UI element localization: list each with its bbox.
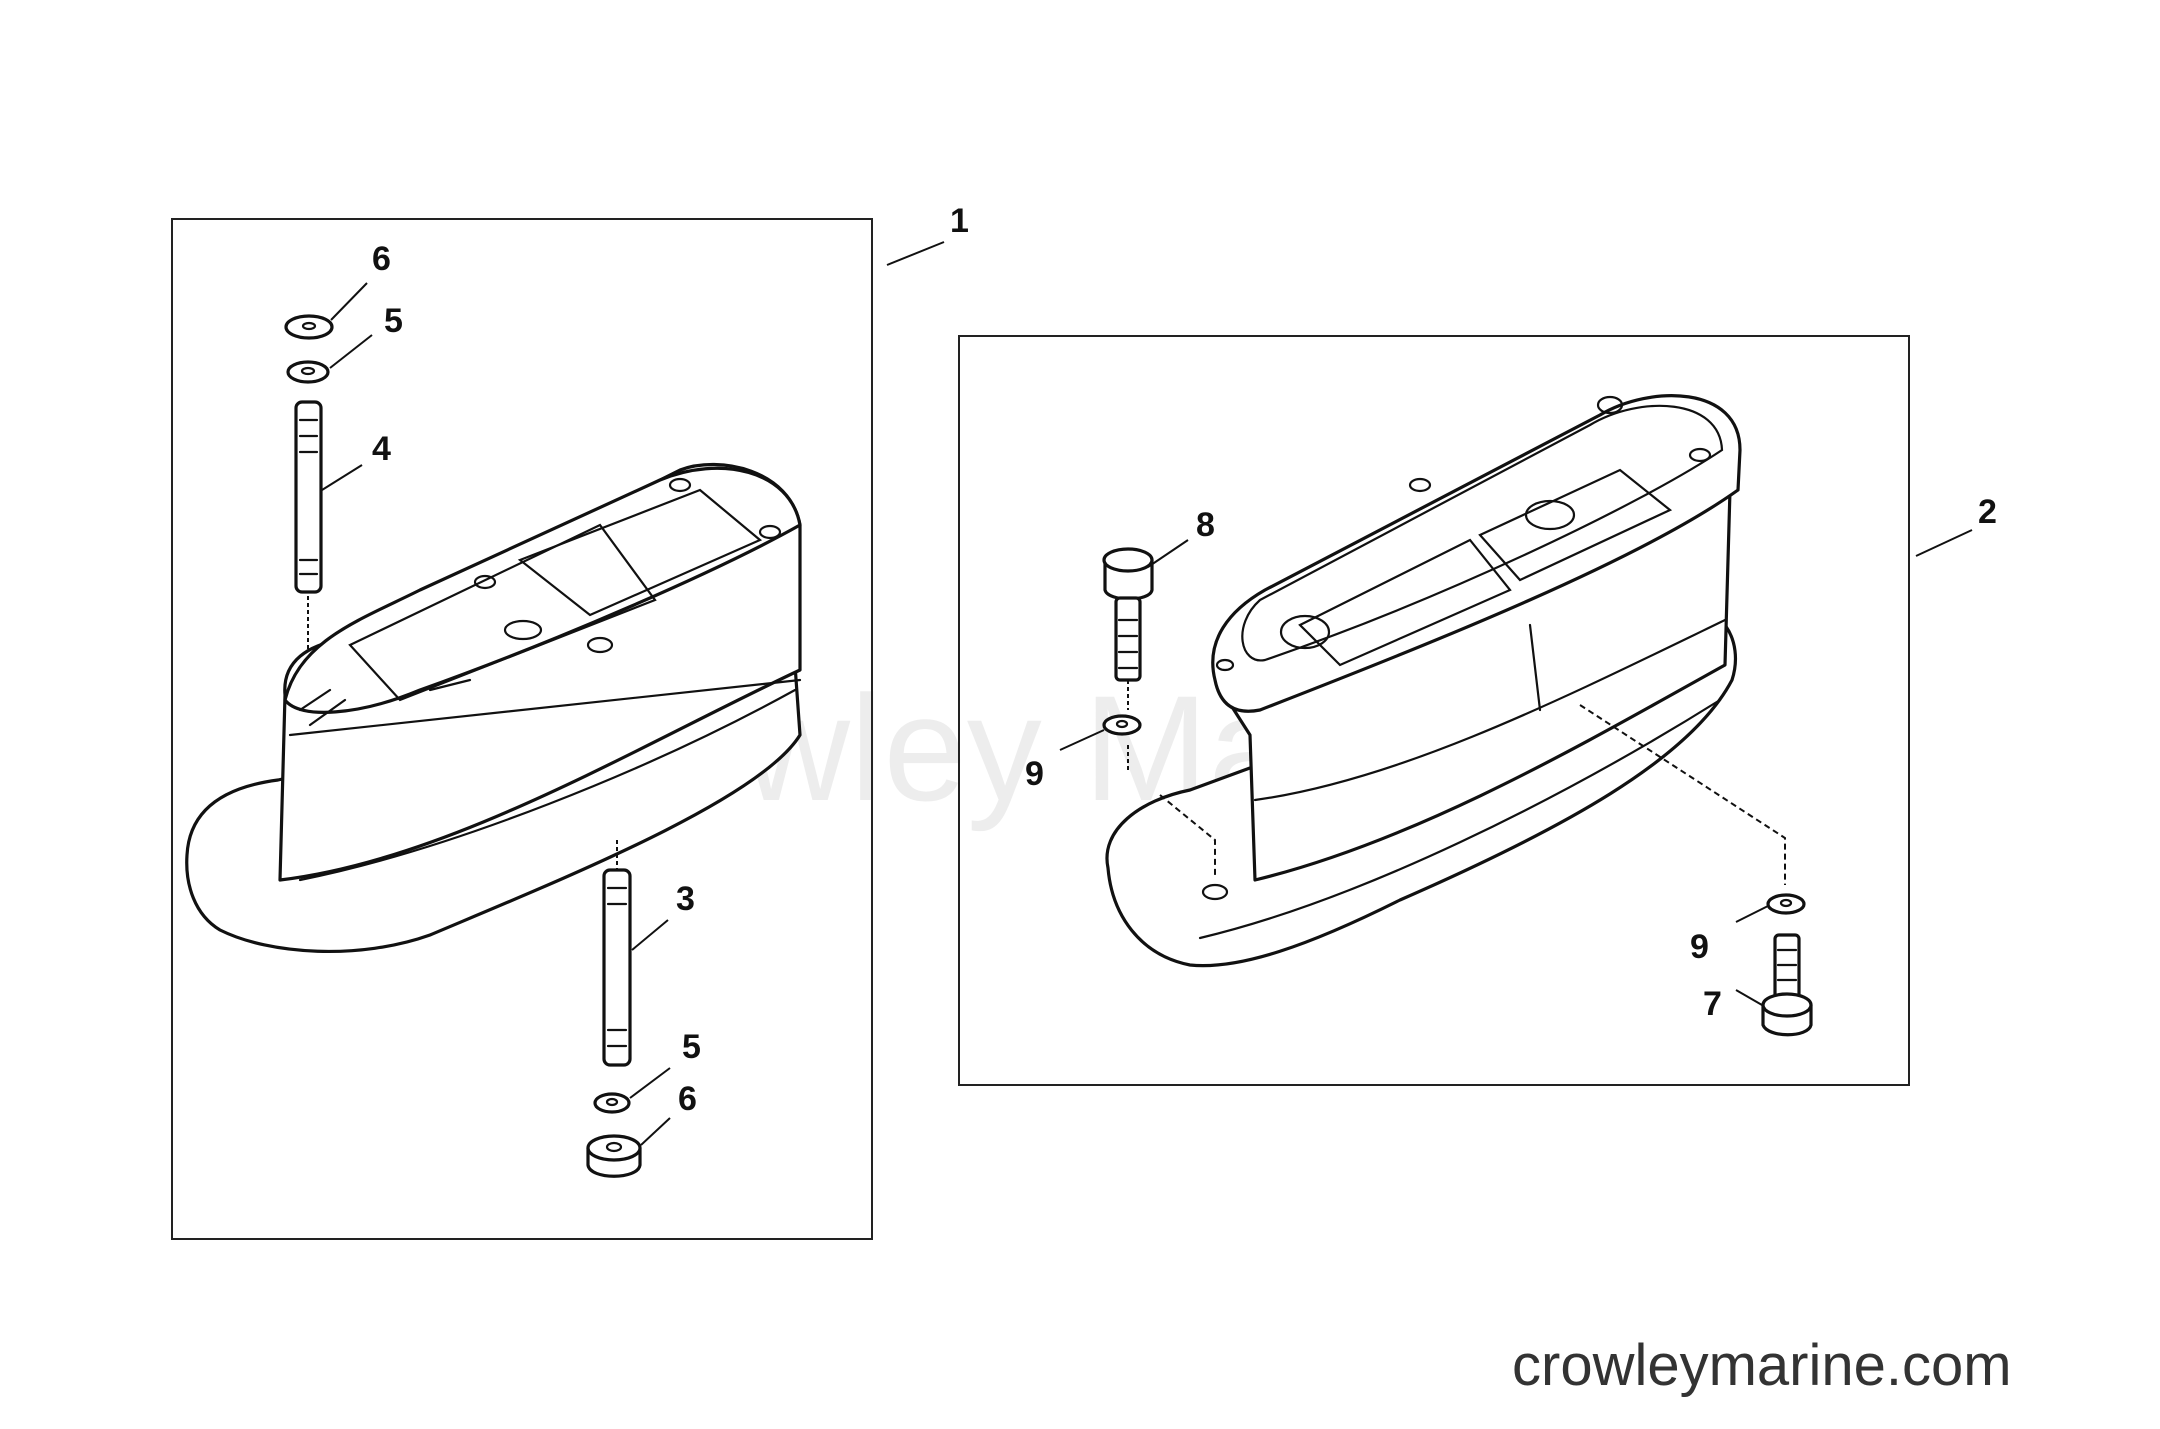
- callout-5-lower: 5: [682, 1028, 701, 1066]
- assembly-2-frame: [958, 335, 1910, 1086]
- callout-9-left: 9: [1025, 755, 1044, 793]
- callout-3: 3: [676, 880, 695, 918]
- callout-8: 8: [1196, 506, 1215, 544]
- callout-2: 2: [1978, 493, 1997, 531]
- assembly-1-frame: [171, 218, 873, 1240]
- callout-6-lower: 6: [678, 1080, 697, 1118]
- nut-lower: [586, 1134, 642, 1178]
- nut-upper: [284, 314, 334, 340]
- callout-1: 1: [950, 202, 969, 240]
- washer-lower: [593, 1092, 631, 1114]
- mounting-plate-left: [185, 462, 802, 954]
- washer-upper-right: [1102, 714, 1142, 736]
- callout-5-upper: 5: [384, 302, 403, 340]
- assembly-2-panel: 2 8 9 9 7: [958, 335, 1997, 1086]
- callout-4: 4: [372, 430, 391, 468]
- bolt-upper: [1102, 547, 1154, 710]
- assembly-1-panel: 1 6 5 4 3 5 6: [171, 202, 969, 1240]
- callout-9-right: 9: [1690, 928, 1709, 966]
- washer-upper: [286, 360, 330, 384]
- footer-website: crowleymarine.com: [1512, 1333, 2012, 1398]
- bolt-lower: [1761, 933, 1813, 1037]
- housing-right: [1105, 394, 1742, 968]
- callout-6-upper: 6: [372, 240, 391, 278]
- washer-lower-right: [1766, 893, 1806, 915]
- stud-lower: [602, 840, 632, 1067]
- callout-7: 7: [1703, 985, 1722, 1023]
- stud-upper: [294, 400, 323, 660]
